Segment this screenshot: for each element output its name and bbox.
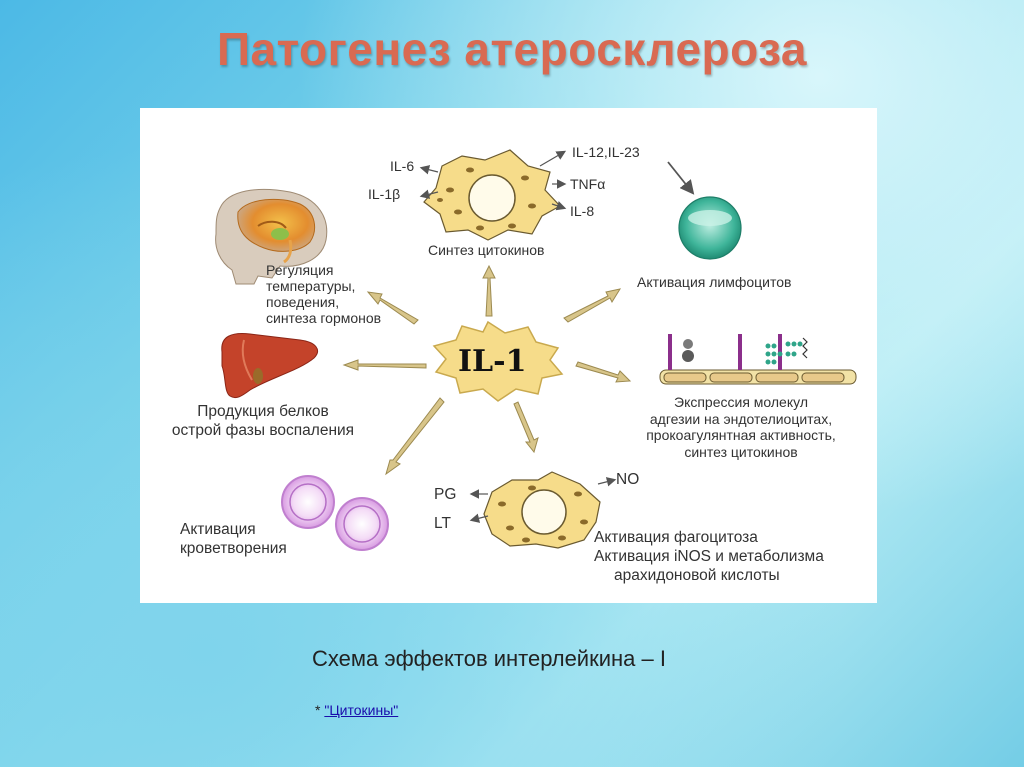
caption-cytokine-synthesis: Синтез цитокинов (428, 242, 545, 258)
label-lt: LT (434, 515, 451, 532)
il1-effect-arrows (342, 264, 632, 476)
cytokine-cell-top (423, 149, 561, 241)
caption-liver: Продукция белков острой фазы воспаления (171, 403, 355, 439)
diagram-caption: Схема эффектов интерлейкина – I (312, 646, 666, 671)
caption-phagocytosis: Активация фагоцитоза Активация iNOS и ме… (594, 529, 824, 584)
phagocyte-cell (483, 471, 601, 549)
label-pg: PG (434, 486, 457, 503)
caption-lymphocyte-activation: Активация лимфоцитов (637, 274, 792, 290)
label-tnfa: TNFα (570, 176, 606, 192)
caption-brain: Регуляция температуры, поведения, синтез… (266, 262, 382, 326)
reference-link[interactable]: "Цитокины" (324, 702, 399, 718)
diagram-panel: IL-1 IL-6 IL-1β IL-12,IL-23 TNFα IL-8 Си… (140, 108, 877, 603)
brain-image (215, 188, 328, 285)
endothelium-image (659, 334, 857, 385)
label-il12-il23: IL-12,IL-23 (572, 144, 640, 160)
il1-starburst (432, 320, 564, 402)
caption-hematopoiesis: Активация кроветворения (180, 521, 287, 557)
page-title: Патогенез атеросклероза (216, 23, 807, 75)
blood-cells (281, 475, 389, 551)
reference-prefix: * (315, 702, 325, 718)
lymphocyte-cell (678, 196, 742, 260)
diagram-graphics (215, 149, 857, 551)
liver-image (221, 333, 318, 399)
label-il1b: IL-1β (368, 186, 401, 202)
il1-center-label: IL-1 (458, 344, 527, 379)
reference-line: * "Цитокины" (315, 702, 398, 718)
label-no: NO (616, 471, 640, 488)
caption-endothelium: Экспрессия молекул адгезии на эндотелиоц… (646, 394, 836, 460)
label-il6: IL-6 (390, 158, 415, 174)
label-il8: IL-8 (570, 203, 595, 219)
